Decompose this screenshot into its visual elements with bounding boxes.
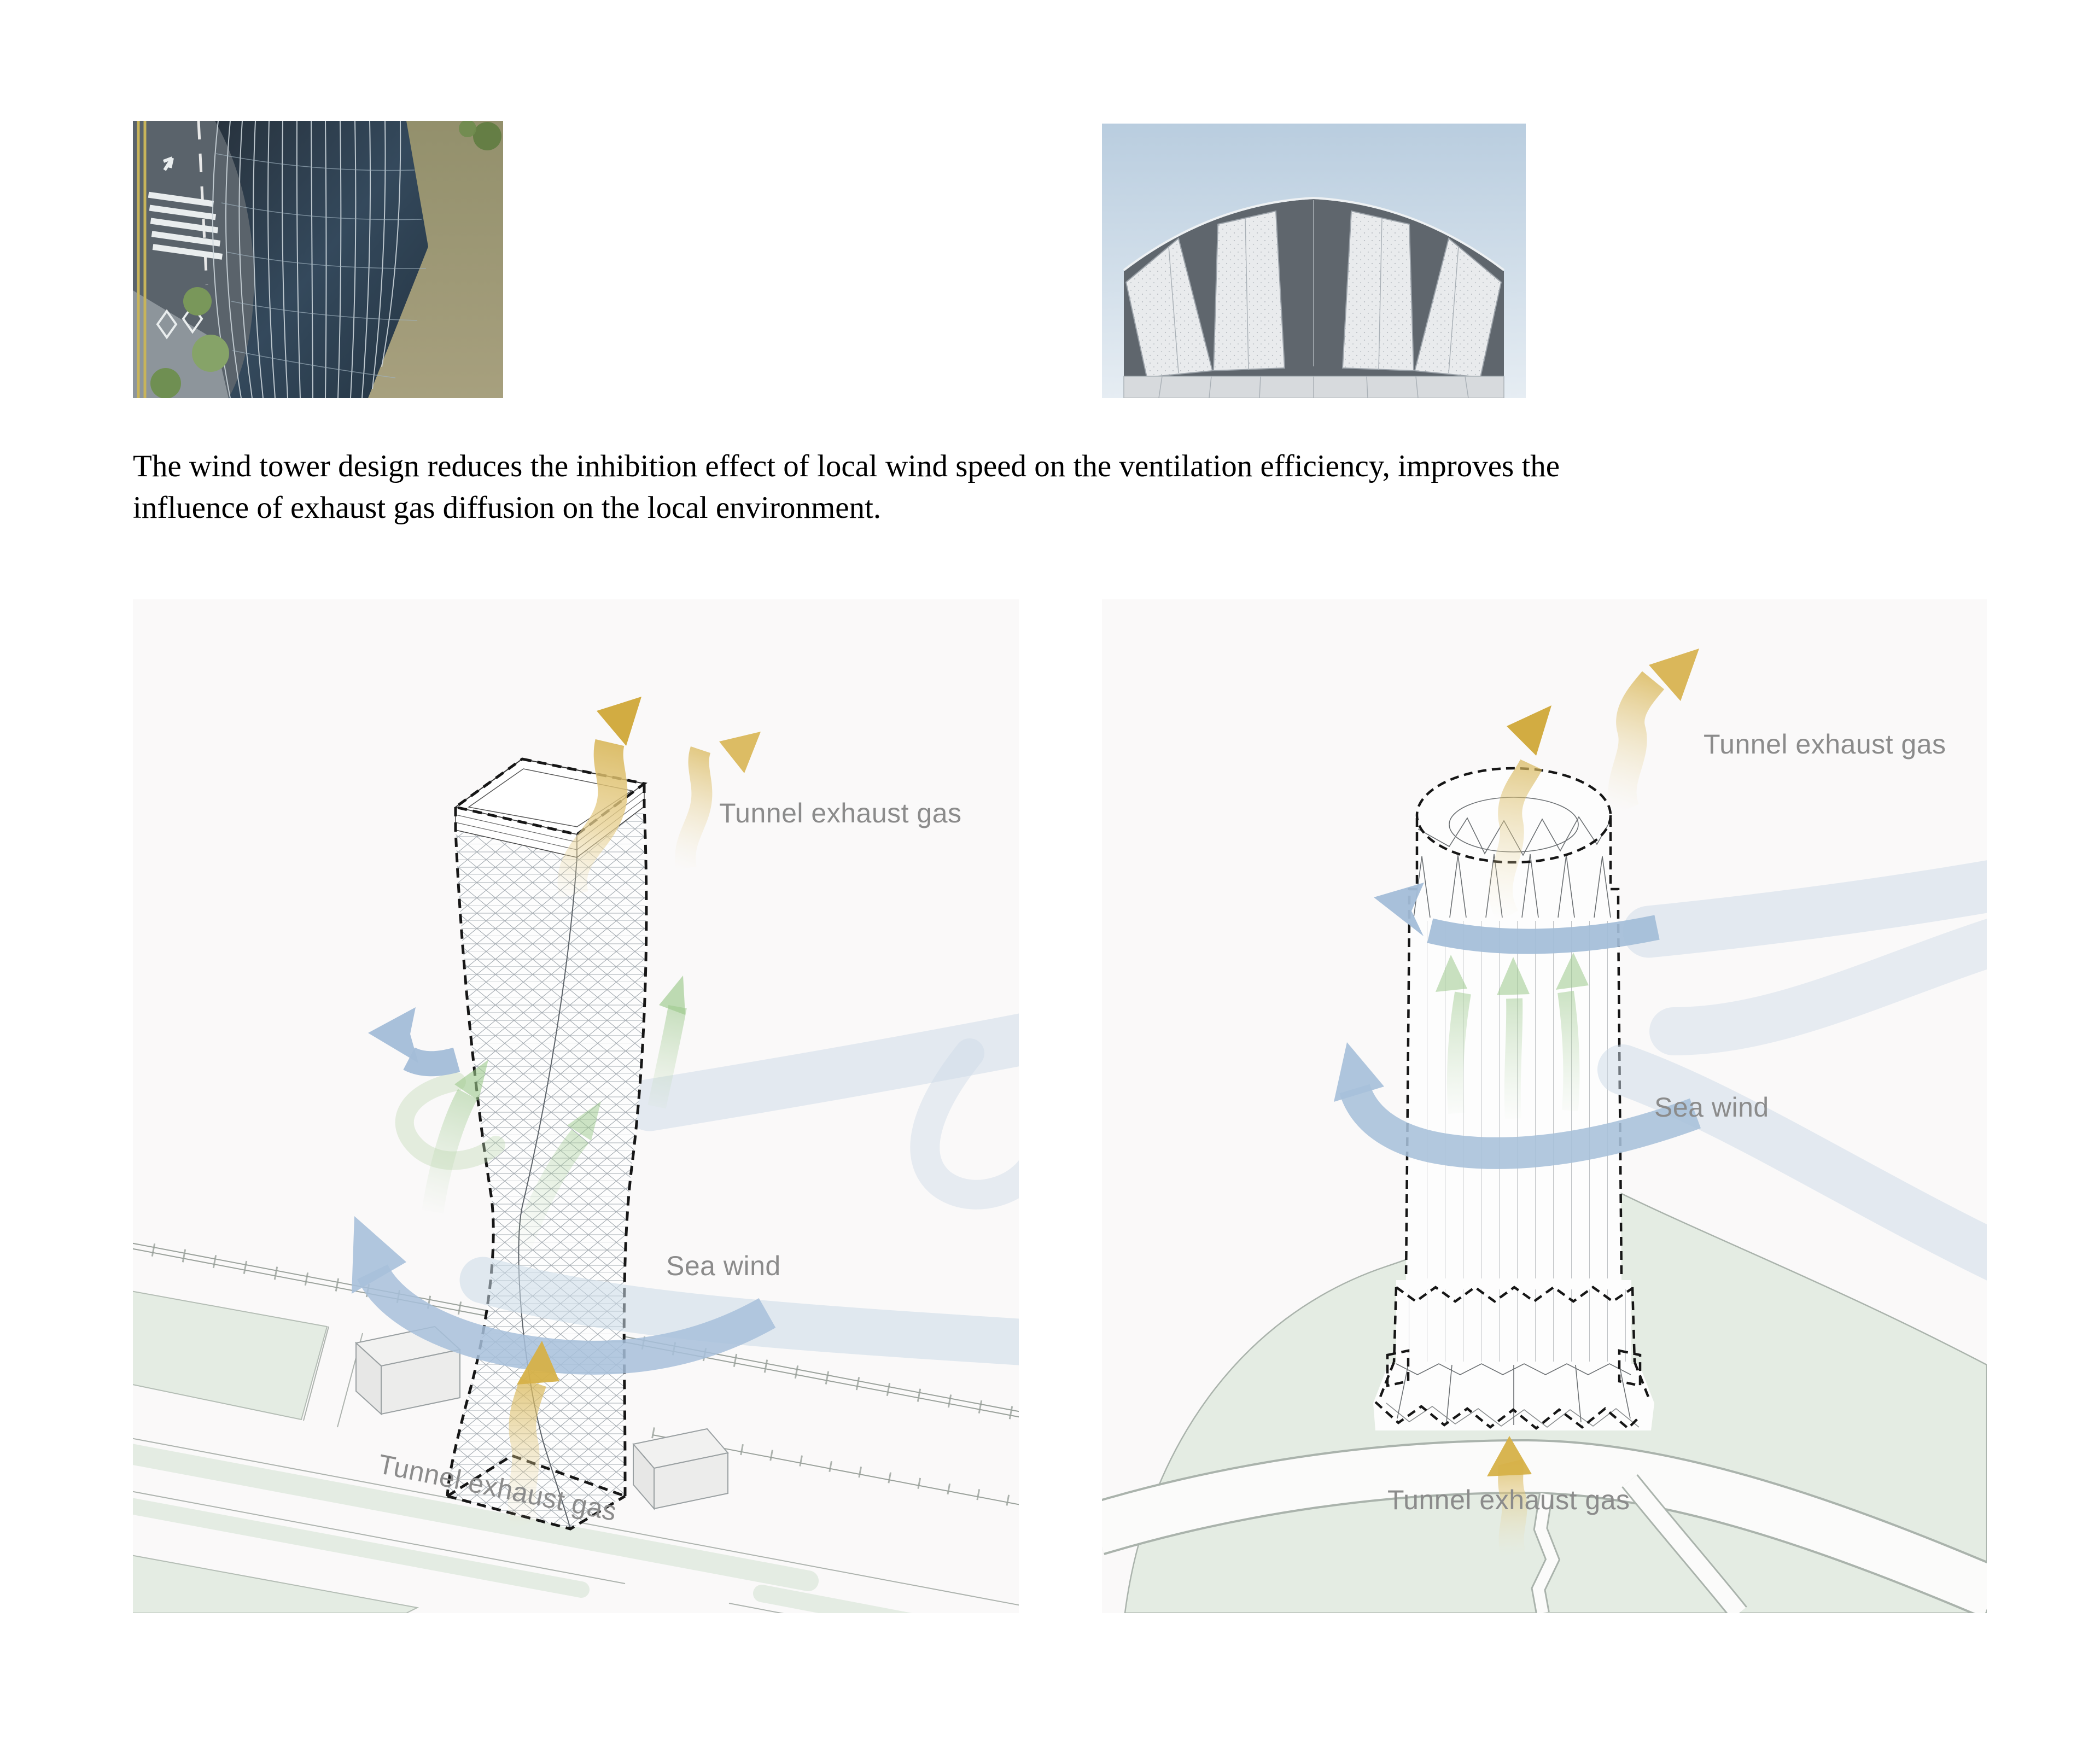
ground-plan xyxy=(133,1239,1019,1613)
blue-swoosh-arrow xyxy=(1334,1042,1701,1169)
pleat-fold-lines xyxy=(1168,200,1459,373)
vegetation xyxy=(473,122,501,150)
exhaust-arrows-top xyxy=(1489,649,1699,922)
photo-twisted-tower-aerial xyxy=(133,121,503,398)
green-updraft-arrows xyxy=(1446,990,1580,1119)
exhaust-arrows-top xyxy=(557,697,761,898)
green-arrowheads xyxy=(1436,953,1589,995)
tower-dashed-outline xyxy=(446,757,648,1531)
wind-arrows xyxy=(352,697,1019,1528)
label-sea-wind: Sea wind xyxy=(1654,1092,1769,1123)
caption-line-2: influence of exhaust gas diffusion on th… xyxy=(133,490,882,525)
crown-white-pleats xyxy=(1125,210,1502,378)
diagram-wind-tower: Tunnel exhaust gas Sea wind Tunnel exhau… xyxy=(1102,599,1987,1613)
river-water xyxy=(368,121,503,398)
sea-wind-stream-exit xyxy=(1597,1044,1987,1281)
blue-deflect-arrow xyxy=(368,1007,460,1077)
blue-swoosh-arrow xyxy=(352,1216,776,1375)
label-tunnel-exhaust-gas-top: Tunnel exhaust gas xyxy=(1704,729,1946,760)
label-tunnel-exhaust-gas-bottom: Tunnel exhaust gas xyxy=(1387,1485,1630,1515)
median-strips xyxy=(133,1444,912,1613)
crosswalk xyxy=(148,191,223,260)
diagram-twisted-tower: Tunnel exhaust gas Sea wind Tunnel exhau… xyxy=(133,599,1019,1613)
street-trees xyxy=(150,287,229,398)
label-sea-wind: Sea wind xyxy=(666,1251,781,1281)
photo-wind-tower-crown-art xyxy=(1102,124,1526,398)
crown-lower-band xyxy=(1123,376,1504,398)
vegetation xyxy=(459,121,476,137)
sea-wind-stream-front xyxy=(459,1257,1019,1365)
exhaust-arrow-bottom xyxy=(1487,1436,1532,1557)
diagram-twisted-tower-art xyxy=(133,599,1019,1613)
green-swirl xyxy=(395,1072,505,1170)
crown-ridge-highlight xyxy=(1123,196,1505,271)
photo-twisted-tower-aerial-art xyxy=(133,121,503,398)
building-box xyxy=(632,1428,729,1510)
sea-wind-streams-back xyxy=(623,1013,1019,1210)
caption-line-1: The wind tower design reduces the inhibi… xyxy=(133,449,1560,483)
sea-wind-streams-back xyxy=(1623,860,1987,1055)
photo-wind-tower-crown xyxy=(1102,124,1526,398)
diagrid-cross-lines xyxy=(215,153,427,378)
green-updraft-arrows xyxy=(422,976,687,1257)
diagram-wind-tower-art xyxy=(1102,599,1987,1613)
label-tunnel-exhaust-gas-top: Tunnel exhaust gas xyxy=(719,798,962,828)
caption-paragraph: The wind tower design reduces the inhibi… xyxy=(133,446,1959,529)
exhaust-arrow-bottom xyxy=(508,1341,559,1528)
wind-arrows xyxy=(1334,649,1987,1557)
blue-deflect-arrow xyxy=(1374,883,1660,954)
